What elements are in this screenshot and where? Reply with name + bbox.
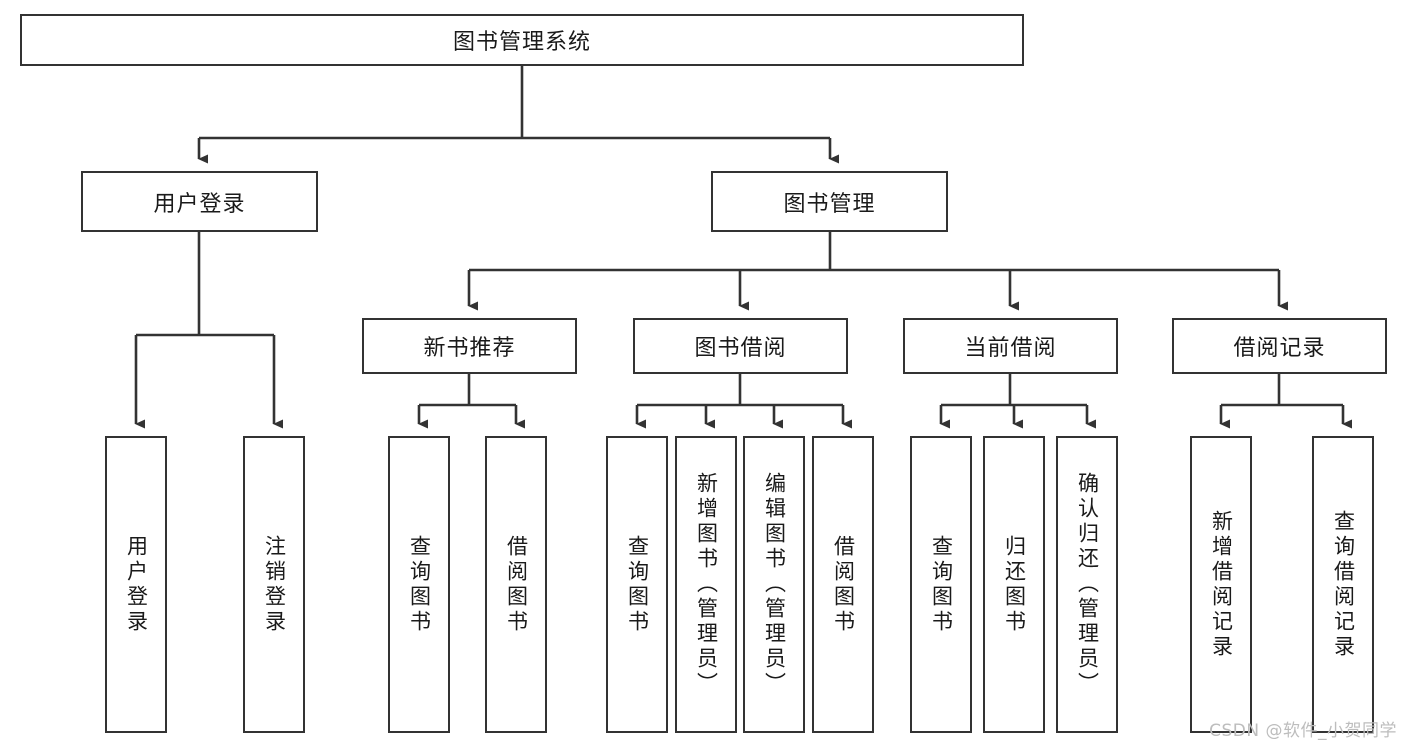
node-leaf-add-book-label: 新增图书（管理员）: [694, 472, 719, 697]
node-user-login-label: 用户登录: [153, 191, 246, 217]
node-leaf-user-login-label: 用户登录: [124, 534, 149, 635]
node-book-manage-label: 图书管理: [783, 191, 876, 217]
node-leaf-query-book-borrow-label: 查询图书: [625, 534, 650, 635]
node-leaf-edit-book-label: 编辑图书（管理员）: [762, 472, 787, 697]
node-leaf-borrow-book-recommend[interactable]: 借阅图书: [485, 436, 547, 733]
node-leaf-add-book[interactable]: 新增图书（管理员）: [675, 436, 737, 733]
node-book-borrow[interactable]: 图书借阅: [633, 318, 848, 374]
node-leaf-user-login[interactable]: 用户登录: [105, 436, 167, 733]
node-leaf-query-book-current-label: 查询图书: [929, 534, 954, 635]
node-book-manage[interactable]: 图书管理: [711, 171, 948, 232]
node-leaf-add-borrow-record[interactable]: 新增借阅记录: [1190, 436, 1252, 733]
node-leaf-query-borrow-record[interactable]: 查询借阅记录: [1312, 436, 1374, 733]
node-leaf-query-book-current[interactable]: 查询图书: [910, 436, 972, 733]
node-current-borrow-label: 当前借阅: [964, 336, 1057, 361]
node-borrow-record-label: 借阅记录: [1233, 336, 1326, 361]
node-leaf-confirm-return-label: 确认归还（管理员）: [1075, 472, 1100, 697]
node-leaf-borrow-book-label: 借阅图书: [831, 534, 856, 635]
node-leaf-logout[interactable]: 注销登录: [243, 436, 305, 733]
node-leaf-return-book-label: 归还图书: [1002, 534, 1027, 635]
node-leaf-edit-book[interactable]: 编辑图书（管理员）: [743, 436, 805, 733]
node-borrow-record[interactable]: 借阅记录: [1172, 318, 1387, 374]
node-leaf-query-book-recommend[interactable]: 查询图书: [388, 436, 450, 733]
node-leaf-query-book-borrow[interactable]: 查询图书: [606, 436, 668, 733]
node-new-book-recommend-label: 新书推荐: [423, 336, 516, 361]
node-root-label: 图书管理系统: [452, 30, 591, 55]
node-leaf-return-book[interactable]: 归还图书: [983, 436, 1045, 733]
node-current-borrow[interactable]: 当前借阅: [903, 318, 1118, 374]
node-leaf-borrow-book[interactable]: 借阅图书: [812, 436, 874, 733]
node-leaf-query-book-recommend-label: 查询图书: [407, 534, 432, 635]
node-leaf-borrow-book-recommend-label: 借阅图书: [504, 534, 529, 635]
node-new-book-recommend[interactable]: 新书推荐: [362, 318, 577, 374]
node-leaf-logout-label: 注销登录: [262, 534, 287, 635]
node-root[interactable]: 图书管理系统: [20, 14, 1024, 66]
node-leaf-confirm-return[interactable]: 确认归还（管理员）: [1056, 436, 1118, 733]
node-book-borrow-label: 图书借阅: [694, 336, 787, 361]
node-leaf-query-borrow-record-label: 查询借阅记录: [1331, 509, 1356, 660]
node-leaf-add-borrow-record-label: 新增借阅记录: [1209, 509, 1234, 660]
node-user-login[interactable]: 用户登录: [81, 171, 318, 232]
